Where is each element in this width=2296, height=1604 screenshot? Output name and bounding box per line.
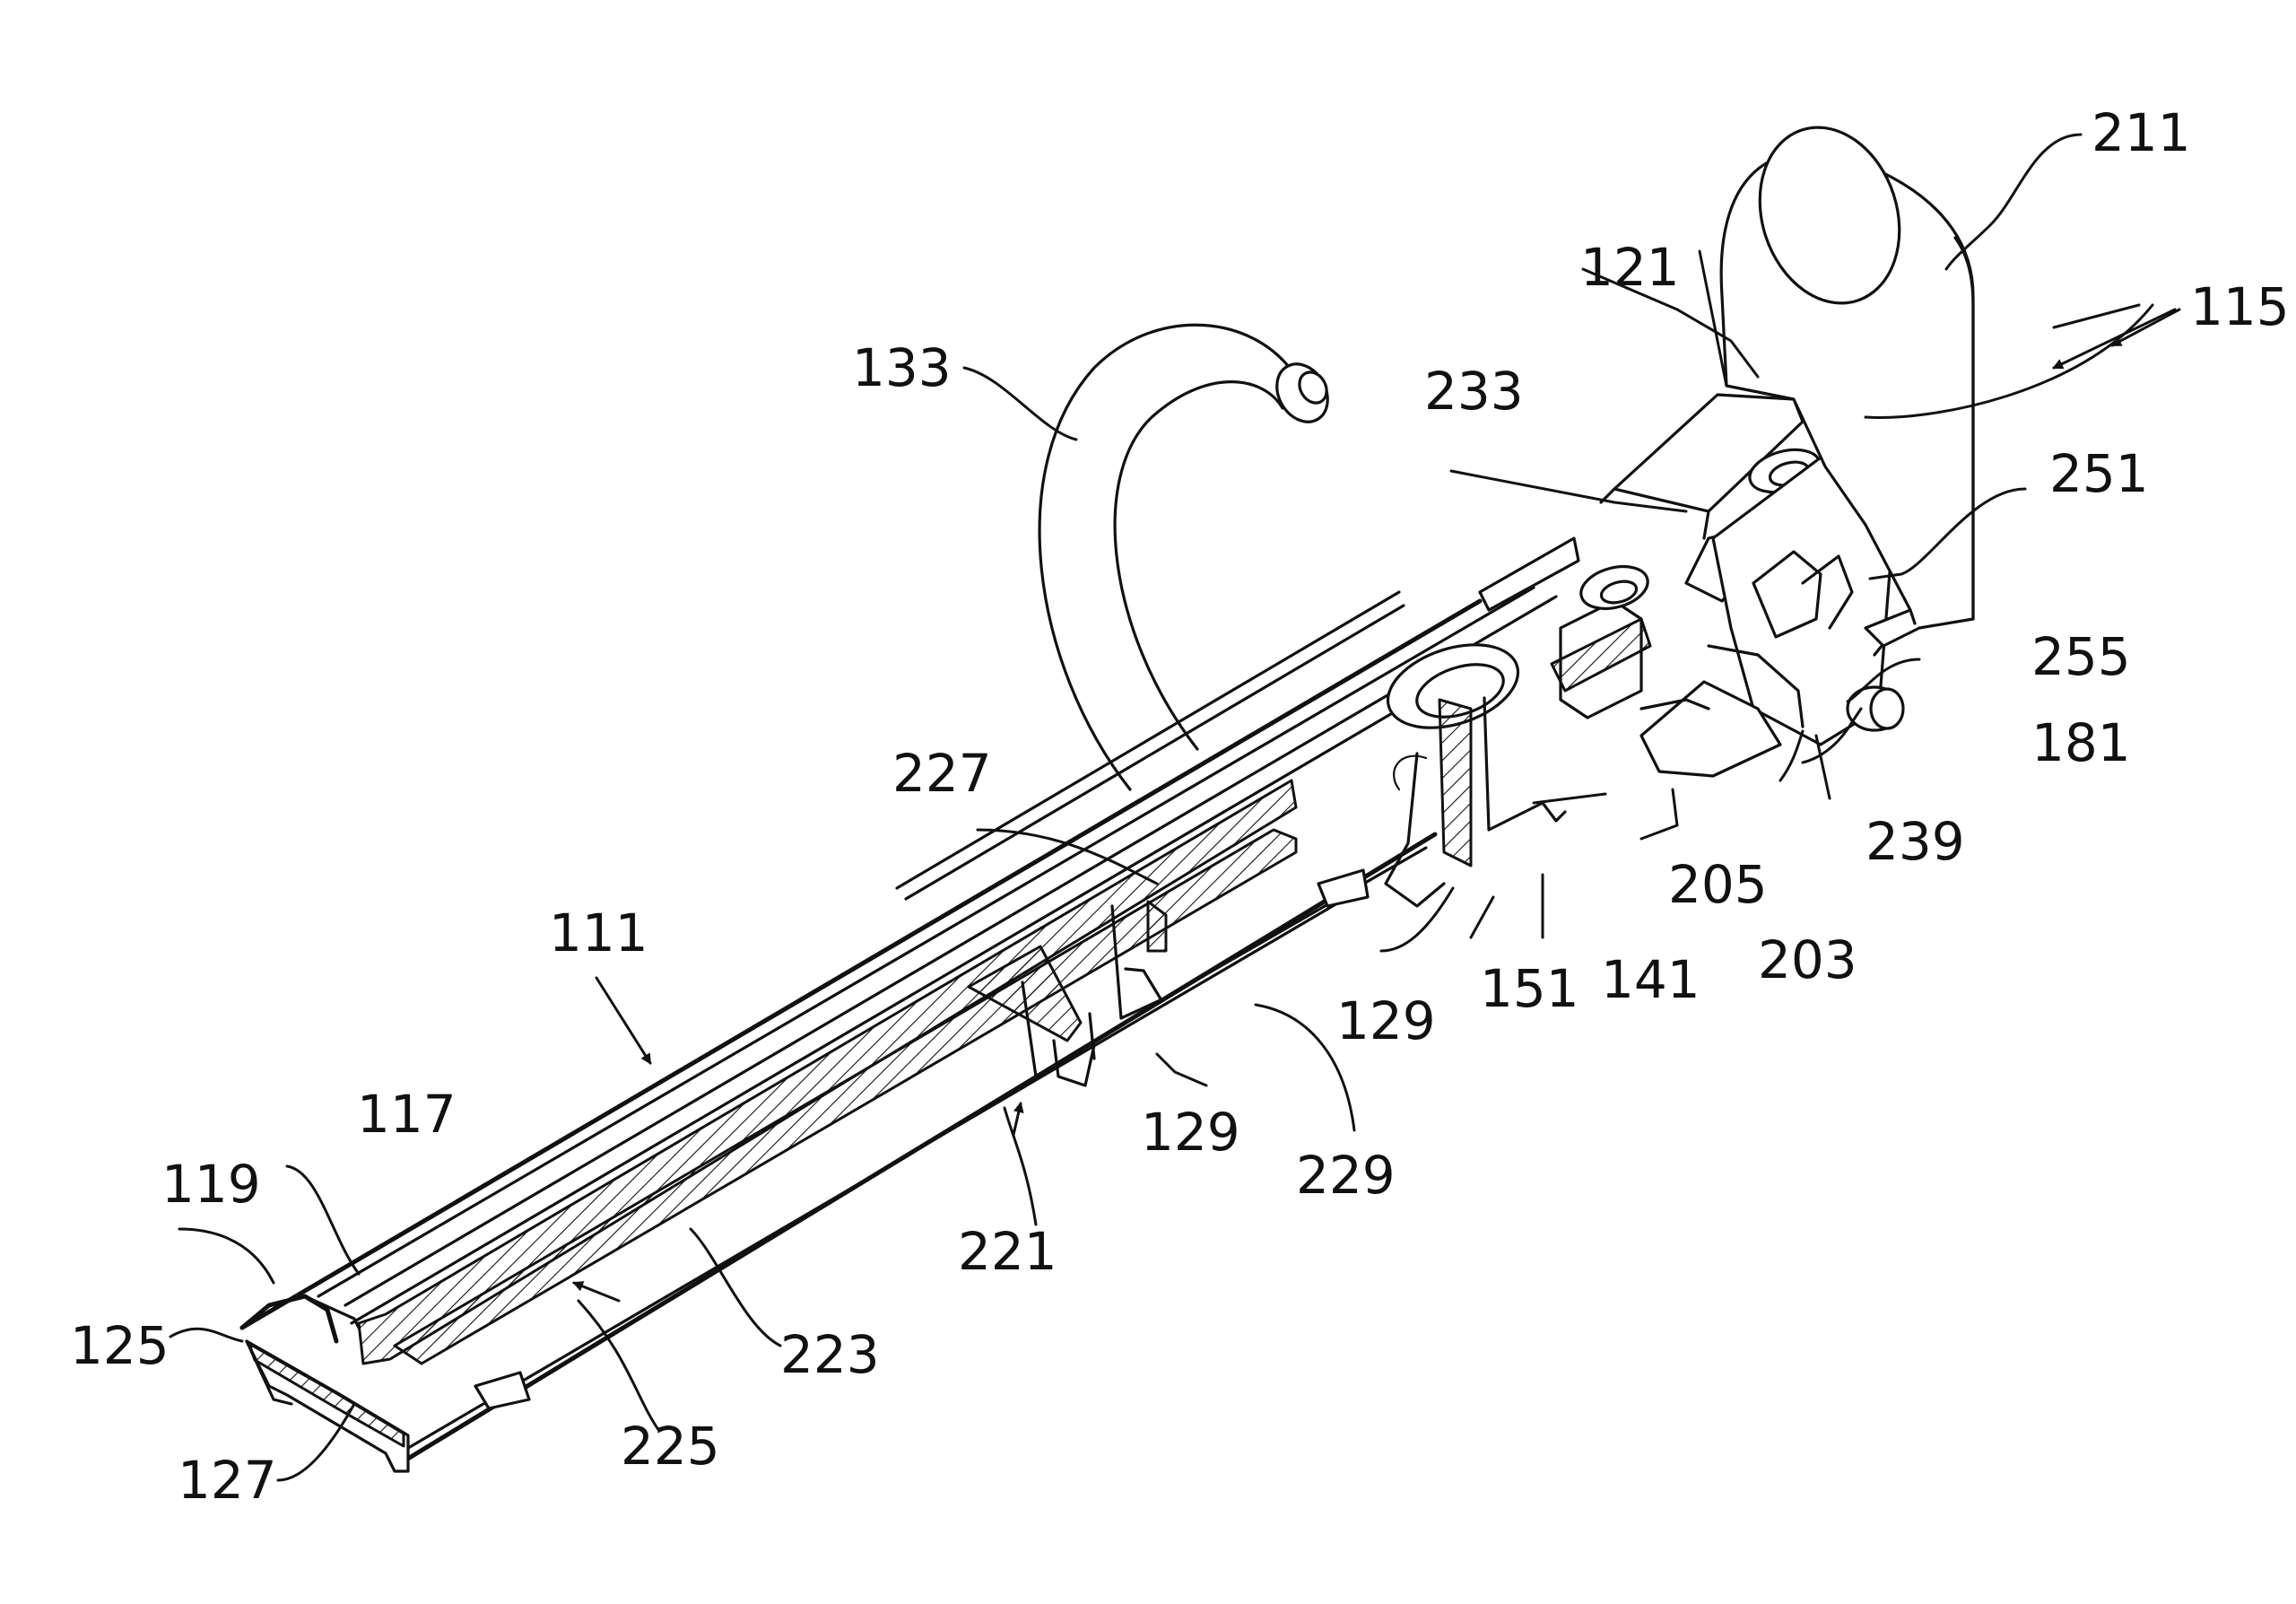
label-205: 205 <box>1668 854 1768 915</box>
label-117: 117 <box>357 1084 457 1145</box>
label-115: 115 <box>2190 276 2290 337</box>
label-181: 181 <box>2031 712 2131 773</box>
inner-member-225 <box>395 830 1296 1364</box>
label-141: 141 <box>1601 949 1700 1010</box>
label-211: 211 <box>2092 102 2191 163</box>
label-223: 223 <box>780 1324 880 1385</box>
label-239: 239 <box>1866 811 1965 872</box>
label-255: 255 <box>2031 626 2131 687</box>
label-227: 227 <box>892 743 992 804</box>
label-225: 225 <box>621 1416 720 1477</box>
label-133: 133 <box>852 337 952 398</box>
label-151: 151 <box>1480 958 1579 1019</box>
label-119: 119 <box>161 1154 261 1215</box>
label-127: 127 <box>178 1450 277 1511</box>
label-125: 125 <box>70 1315 170 1376</box>
label-221: 221 <box>958 1221 1057 1282</box>
tube-151 <box>1378 630 1565 906</box>
label-233: 233 <box>1424 361 1524 422</box>
label-251: 251 <box>2049 443 2149 504</box>
label-111: 111 <box>549 902 648 963</box>
label-203: 203 <box>1758 929 1857 990</box>
label-129-lower: 129 <box>1141 1102 1240 1163</box>
label-129-upper: 129 <box>1336 990 1436 1051</box>
label-121: 121 <box>1580 237 1680 298</box>
label-229: 229 <box>1296 1145 1396 1206</box>
cable-133 <box>1039 325 1337 789</box>
